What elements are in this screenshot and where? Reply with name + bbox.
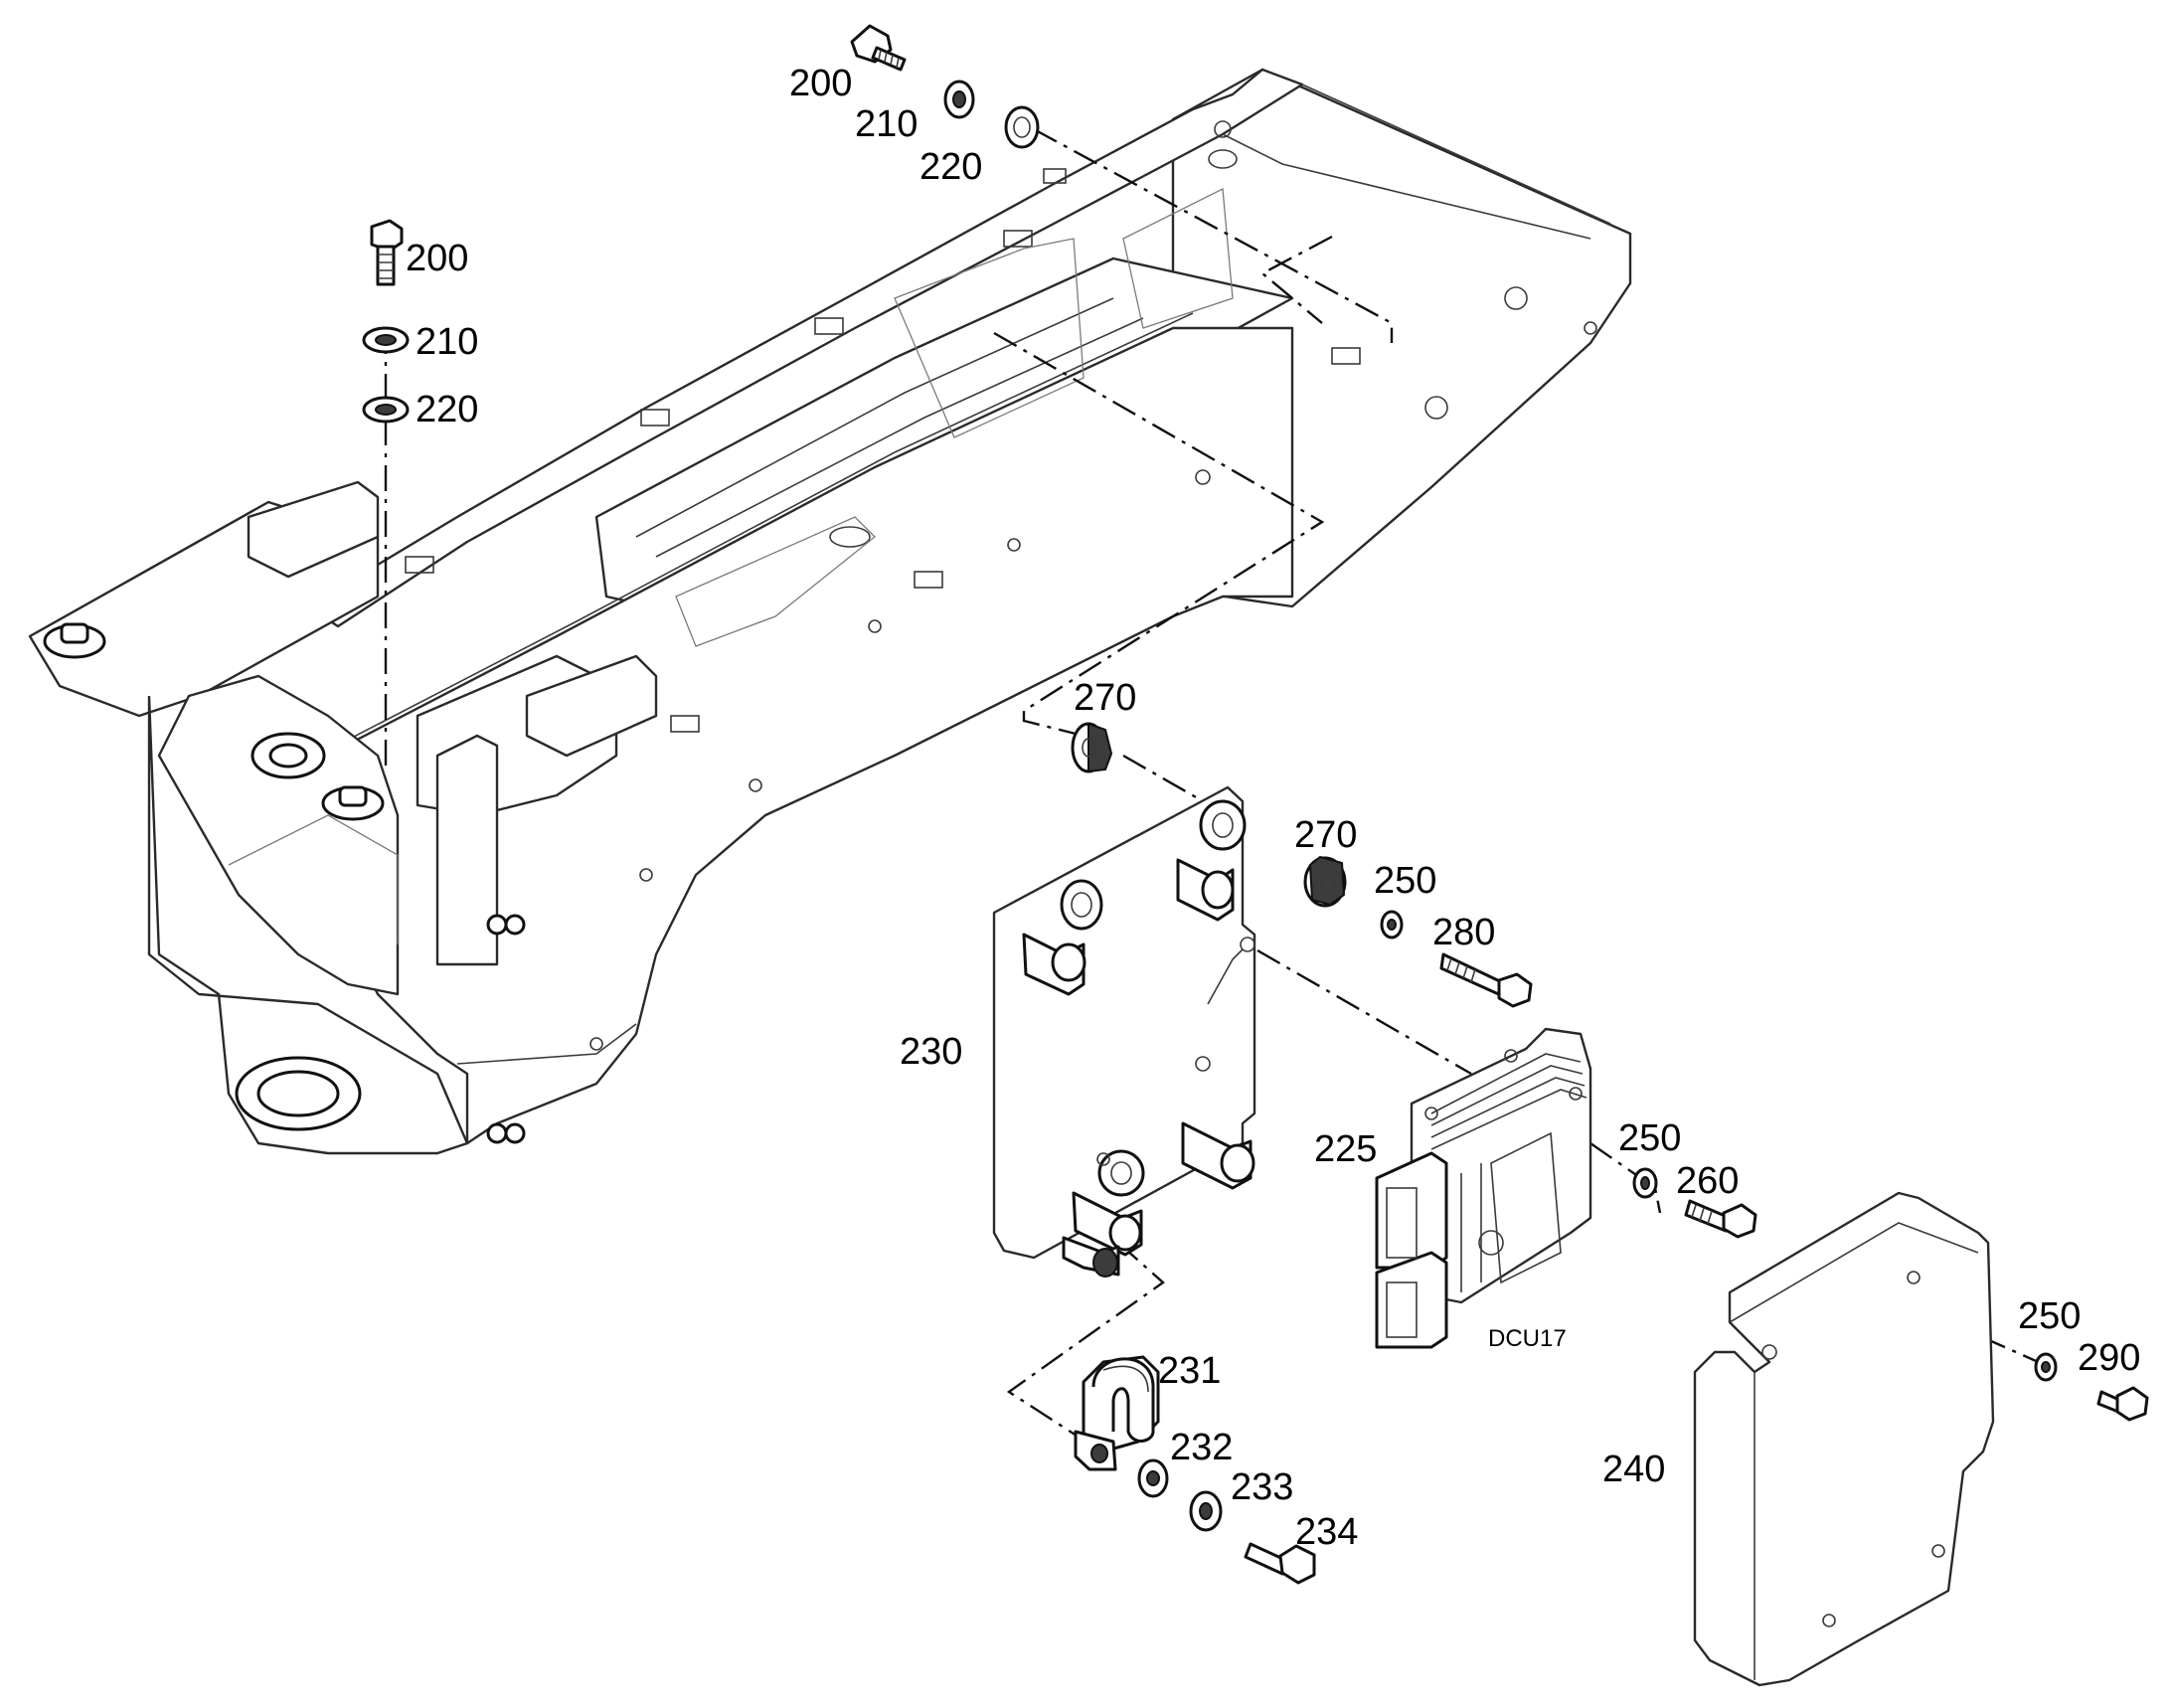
ecu-module-225: DCU17	[1375, 1027, 1592, 1352]
left-bolt-200	[370, 219, 404, 286]
washer-250-middle	[1632, 1167, 1658, 1199]
washer-250-upper	[1380, 910, 1404, 939]
callout-220-top: 220	[919, 146, 982, 188]
clamp-231	[1074, 1355, 1160, 1471]
left-washer-210	[362, 326, 410, 354]
callout-250-middle: 250	[1618, 1117, 1681, 1159]
bolt-280	[1439, 952, 1533, 1008]
leader-lines	[384, 127, 2044, 1449]
ecu-model-label: DCU17	[1488, 1325, 1567, 1352]
spacer-270-lower	[1303, 855, 1347, 908]
callout-260: 260	[1676, 1160, 1739, 1202]
callout-230: 230	[900, 1031, 962, 1073]
callout-220-left: 220	[416, 389, 478, 430]
cover-240	[1693, 1191, 1995, 1687]
washer-250-right	[2034, 1352, 2058, 1382]
top-washer-220	[1004, 105, 1040, 149]
callout-250-upper: 250	[1374, 860, 1436, 902]
callout-231: 231	[1158, 1350, 1221, 1392]
callout-210-top: 210	[855, 103, 918, 145]
mounting-plate-230	[992, 785, 1256, 1278]
bolt-290	[2096, 1386, 2149, 1422]
callout-270-upper: 270	[1074, 677, 1136, 719]
spacer-270-upper	[1071, 722, 1113, 773]
bolt-234	[1244, 1542, 1316, 1585]
callout-290: 290	[2078, 1337, 2140, 1379]
callout-270-lower: 270	[1294, 814, 1357, 856]
top-washer-210	[943, 80, 975, 119]
washer-233	[1189, 1490, 1223, 1532]
callout-210-left: 210	[416, 321, 478, 363]
callout-233: 233	[1231, 1466, 1293, 1508]
bolt-260	[1684, 1199, 1757, 1239]
callout-280: 280	[1432, 912, 1495, 953]
callout-225: 225	[1314, 1128, 1377, 1170]
callout-240: 240	[1602, 1449, 1665, 1490]
callout-labels: 200 210 220 200 210 220 270 270 250 280 …	[406, 63, 2140, 1553]
callout-200-top: 200	[789, 63, 852, 104]
callout-234: 234	[1295, 1511, 1358, 1553]
main-frame	[28, 68, 1632, 1155]
washer-232	[1137, 1458, 1169, 1498]
callout-200-left: 200	[406, 238, 468, 279]
callout-250-right: 250	[2018, 1295, 2081, 1337]
callout-232: 232	[1170, 1427, 1233, 1468]
top-bolt-200	[850, 24, 907, 72]
left-washer-220	[362, 396, 410, 424]
